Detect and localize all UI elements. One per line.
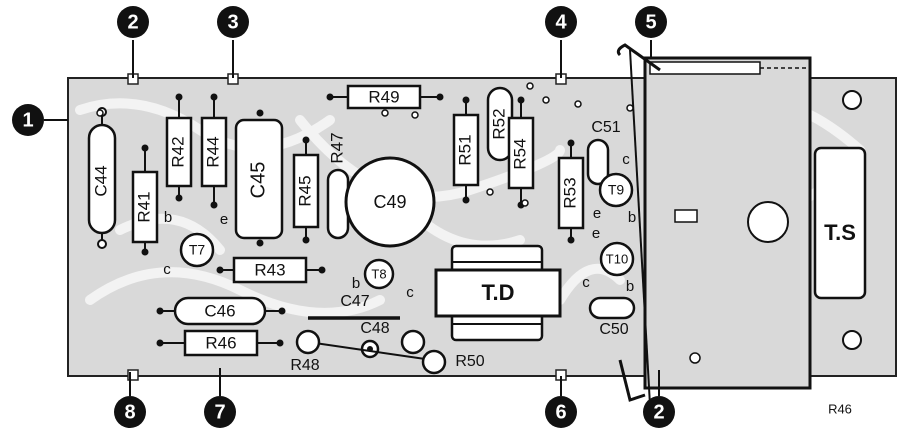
callout-4-text: 4 (555, 11, 567, 33)
label-r42: R42 (168, 136, 187, 167)
pin-e-t10: e (592, 225, 600, 242)
transistor-t9: T9 c e b (593, 151, 636, 226)
capacitor-c50: C50 (588, 296, 636, 338)
label-r48: R48 (290, 357, 319, 374)
pin-b-t7: b (164, 209, 172, 226)
mounting-holes (96, 82, 634, 207)
label-c47: C47 (340, 293, 369, 310)
label-t9: T9 (608, 182, 625, 198)
callout-2-top: 2 (117, 6, 149, 78)
label-r49: R49 (368, 87, 399, 106)
label-r54: R54 (510, 138, 529, 169)
callout-8-text: 8 (124, 401, 135, 423)
callout-5: 5 (635, 6, 667, 58)
callout-5-text: 5 (645, 11, 656, 33)
callout-2-bottom-text: 2 (653, 401, 664, 423)
label-c49: C49 (373, 192, 406, 212)
callout-7: 7 (204, 368, 236, 428)
resistor-r44: R44 (200, 93, 228, 209)
pads-r48-r50: R48 R50 (290, 329, 485, 375)
callout-6-text: 6 (555, 401, 566, 423)
pin-b-t10: b (626, 278, 634, 295)
pin-b-t9: b (628, 209, 636, 226)
label-c48: C48 (360, 320, 389, 337)
pin-e-t9: e (593, 205, 601, 222)
corner-label: R46 (828, 401, 852, 416)
callout-2-bottom: 2 (643, 370, 675, 428)
capacitor-c44: C44 (87, 107, 117, 249)
transistor-t7: T7 b e c (163, 209, 228, 278)
label-r52: R52 (489, 108, 508, 139)
resistor-r47: R47 (326, 132, 350, 240)
pin-c-t7: c (163, 261, 171, 278)
label-c44: C44 (91, 165, 110, 196)
capacitor-c49: C49 (344, 156, 436, 248)
pin-e-t7: e (220, 211, 228, 228)
label-t7: T7 (189, 242, 206, 258)
pin-b-t8: b (352, 275, 360, 292)
label-t8: T8 (371, 266, 386, 281)
callout-3: 3 (217, 6, 249, 78)
resistor-r49: R49 (326, 84, 444, 110)
label-c45: C45 (247, 162, 269, 199)
pin-c-t9: c (622, 151, 630, 168)
resistor-r41: R41 (131, 144, 159, 256)
label-r50: R50 (455, 353, 484, 370)
transformer-td: T.D (434, 244, 562, 342)
resistor-r51: R51 (452, 96, 480, 204)
resistor-r46: R46 (156, 329, 284, 357)
resistor-r53: R53 (557, 139, 585, 244)
label-r44: R44 (203, 136, 222, 167)
callout-2-top-text: 2 (127, 11, 138, 33)
ts-module (616, 43, 867, 406)
pin-c-t8: c (406, 284, 414, 301)
callout-1-text: 1 (22, 109, 33, 131)
label-r45: R45 (295, 175, 314, 206)
transistor-t8: T8 b c (352, 258, 414, 301)
resistor-r54: R54 (507, 96, 535, 209)
label-r43: R43 (254, 260, 285, 279)
resistor-r45: R45 (292, 136, 320, 244)
callout-4: 4 (545, 6, 577, 78)
label-c51: C51 (591, 119, 620, 136)
resistor-r43: R43 (216, 256, 326, 284)
label-r47: R47 (327, 132, 346, 163)
label-r41: R41 (134, 191, 153, 222)
transistor-t10: T10 e c b (582, 225, 635, 295)
label-c46: C46 (204, 301, 235, 320)
callout-1: 1 (12, 104, 68, 136)
capacitor-c47: C47 (308, 293, 400, 320)
label-t10: T10 (606, 251, 628, 266)
label-td: T.D (482, 280, 515, 305)
label-c50: C50 (599, 321, 628, 338)
label-ts: T.S (824, 220, 856, 245)
capacitor-c51: C51 (586, 119, 621, 186)
resistor-r42: R42 (165, 93, 193, 202)
pin-c-t10: c (582, 274, 590, 291)
callout-7-text: 7 (214, 401, 225, 423)
callout-3-text: 3 (227, 11, 238, 33)
capacitor-c46: C46 (156, 296, 286, 326)
label-r51: R51 (455, 134, 474, 165)
label-r53: R53 (560, 177, 579, 208)
capacitor-c45: C45 (234, 109, 284, 247)
callout-6: 6 (545, 376, 577, 428)
callout-8: 8 (114, 372, 146, 428)
label-r46: R46 (205, 333, 236, 352)
